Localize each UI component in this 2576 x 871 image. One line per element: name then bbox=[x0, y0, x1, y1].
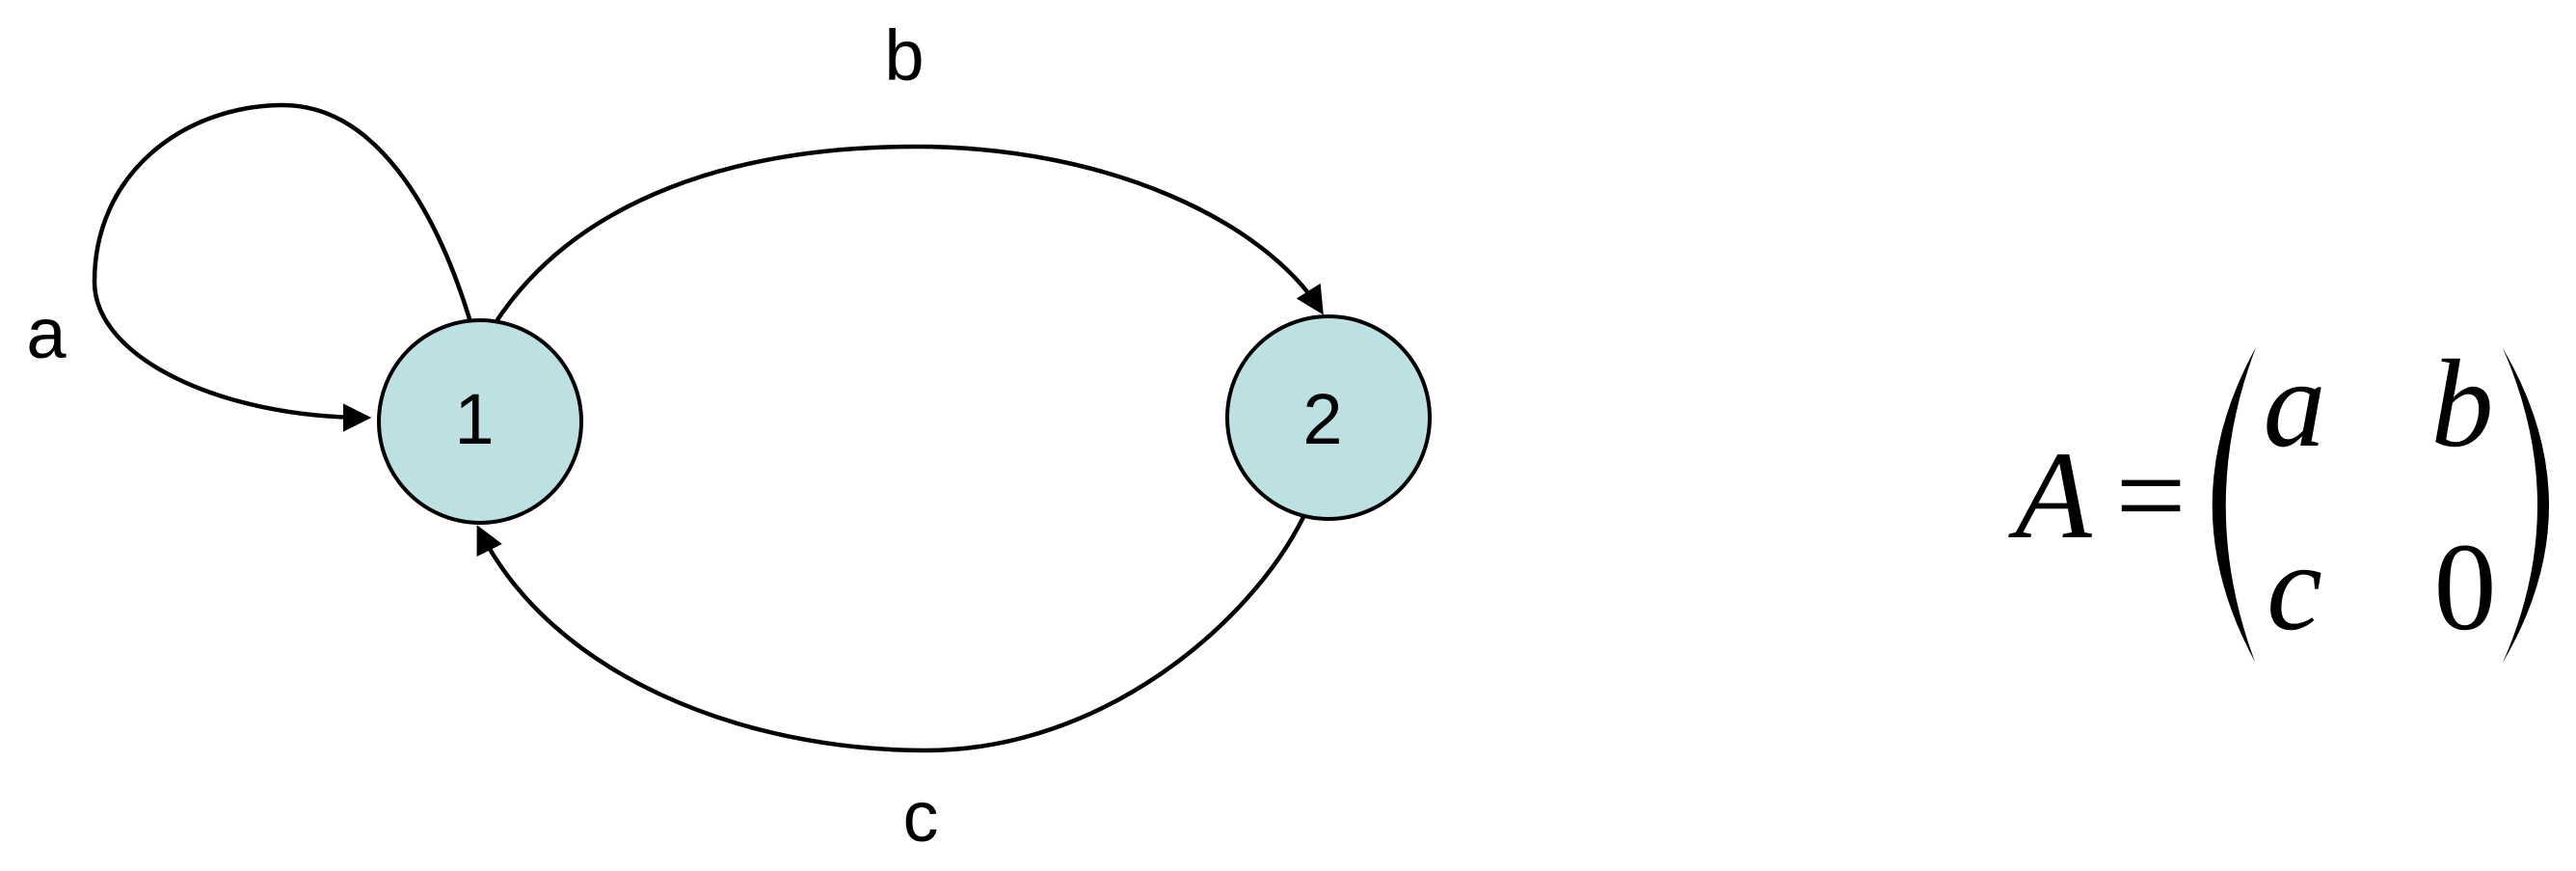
state-2-circle bbox=[1225, 314, 1432, 521]
transition-a-label: a bbox=[26, 293, 67, 373]
state-2-label: 2 bbox=[1302, 379, 1342, 459]
matrix-entry-row1-col2: b bbox=[2431, 335, 2494, 474]
equation-equals-sign: = bbox=[2115, 426, 2186, 565]
transition-a-self-loop-path bbox=[92, 102, 473, 432]
state-1-label: 1 bbox=[454, 379, 494, 459]
transition-b-label: b bbox=[884, 15, 924, 95]
transition-b-path bbox=[493, 144, 1324, 326]
matrix-right-paren bbox=[2503, 348, 2549, 663]
state-1-circle bbox=[377, 318, 583, 525]
matrix-left-paren bbox=[2212, 347, 2256, 662]
equation-lhs: A bbox=[2007, 426, 2092, 565]
matrix-entry-row2-col2: 0 bbox=[2434, 518, 2497, 657]
matrix-entry-row1-col1: a bbox=[2264, 335, 2326, 474]
transition-c-path bbox=[476, 515, 1306, 753]
matrix-entry-row2-col1: c bbox=[2267, 518, 2322, 657]
transition-c-label: c bbox=[903, 776, 939, 857]
